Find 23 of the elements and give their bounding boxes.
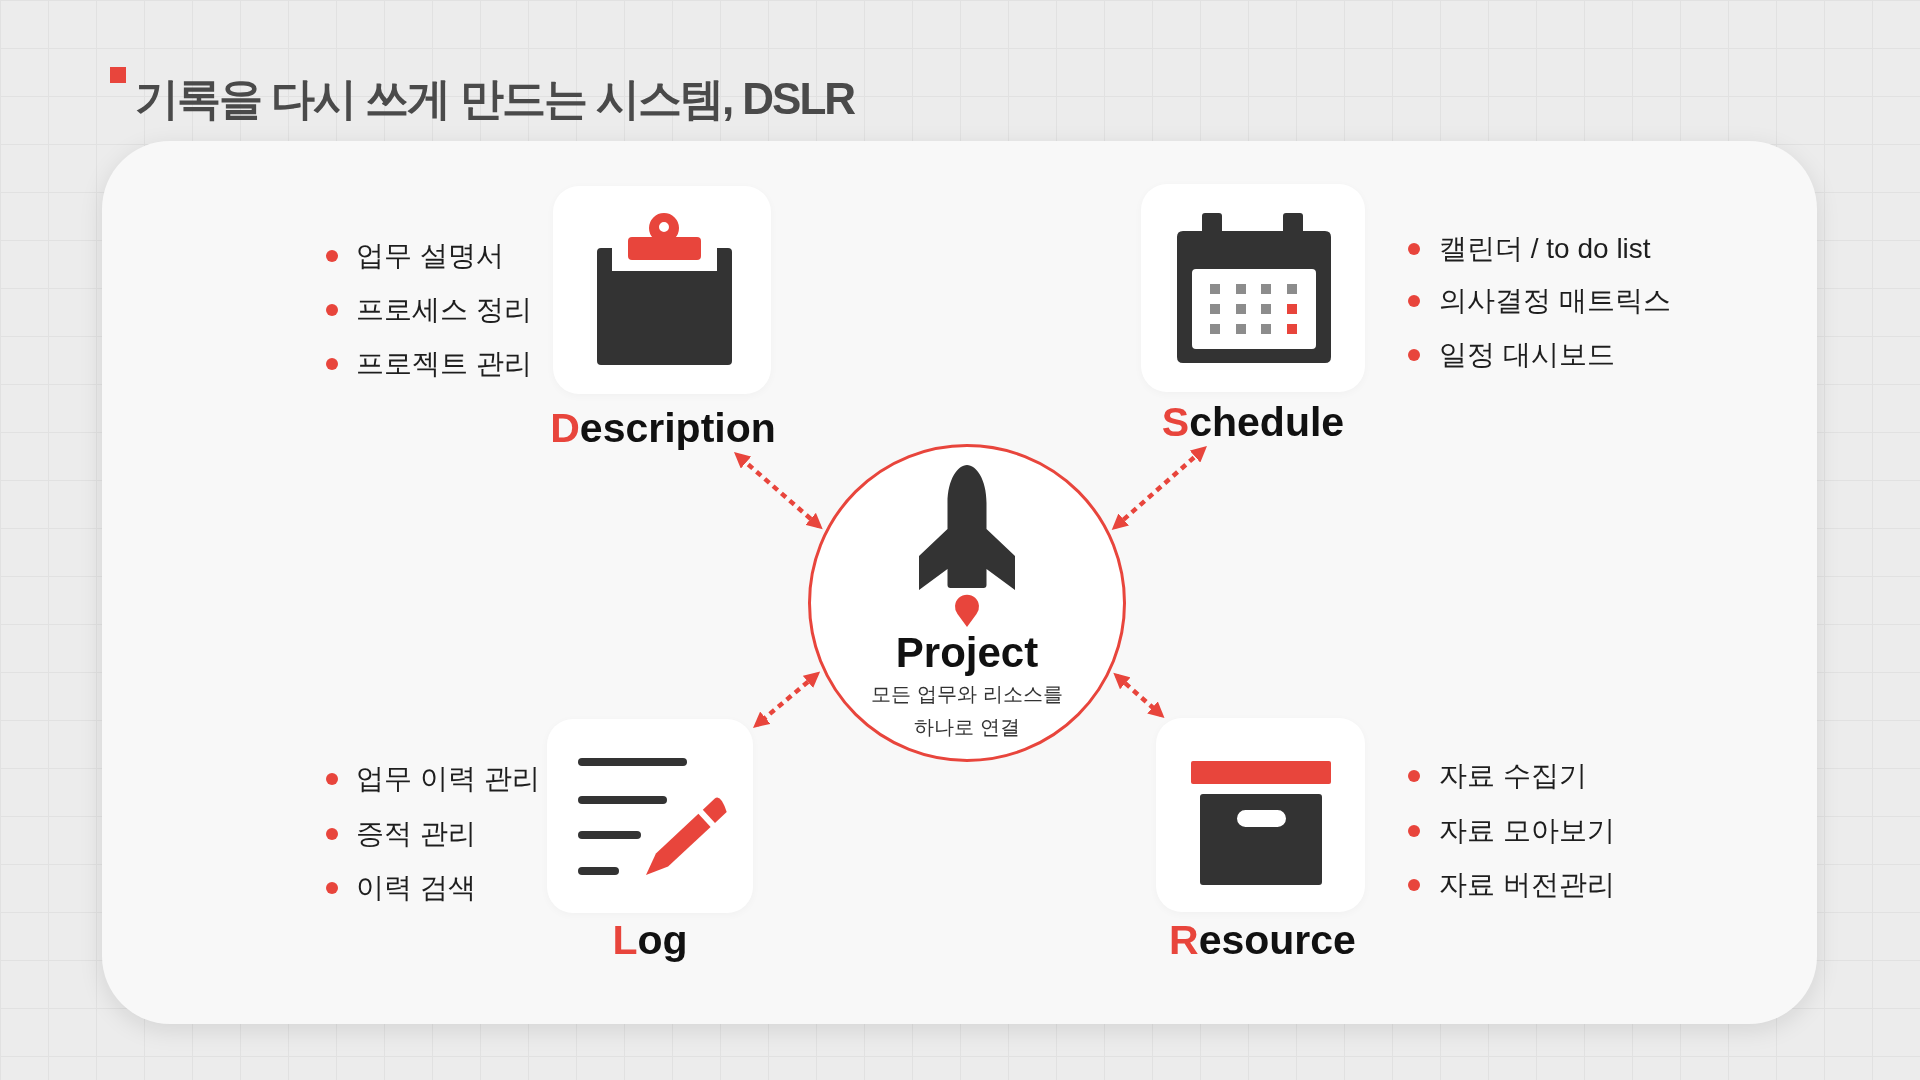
bullet-text: 캘린더 / to do list	[1439, 232, 1651, 266]
bullet-text: 프로젝트 관리	[356, 347, 532, 381]
bullet-text: 프로세스 정리	[356, 293, 532, 327]
bullet-text: 자료 버전관리	[1439, 868, 1615, 902]
node-title: Description	[549, 404, 777, 452]
bullet-text: 자료 모아보기	[1439, 814, 1615, 848]
bullet-text: 업무 설명서	[356, 239, 504, 273]
dotted-arrow	[753, 671, 821, 728]
node-title: Log	[611, 916, 689, 964]
bullet-text: 자료 수집기	[1439, 759, 1587, 793]
dotted-arrow	[734, 452, 823, 530]
bullet-text: 이력 검색	[356, 871, 476, 905]
node-subtitle: 모든 업무와 리소스를 하나로 연결	[870, 681, 1064, 740]
bullet-text: 일정 대시보드	[1439, 338, 1615, 372]
node-title: Schedule	[1160, 398, 1346, 446]
bullet-text: 증적 관리	[356, 817, 476, 851]
bullet-text: 의사결정 매트릭스	[1439, 284, 1671, 318]
dotted-arrow	[1113, 672, 1165, 718]
node-title: Project	[894, 629, 1040, 677]
page-title: 기록을 다시 쓰게 만드는 시스템, DSLR	[135, 73, 855, 125]
bullet-text: 업무 이력 관리	[356, 762, 540, 796]
dotted-arrow	[1111, 446, 1207, 531]
node-title: Resource	[1168, 916, 1357, 964]
